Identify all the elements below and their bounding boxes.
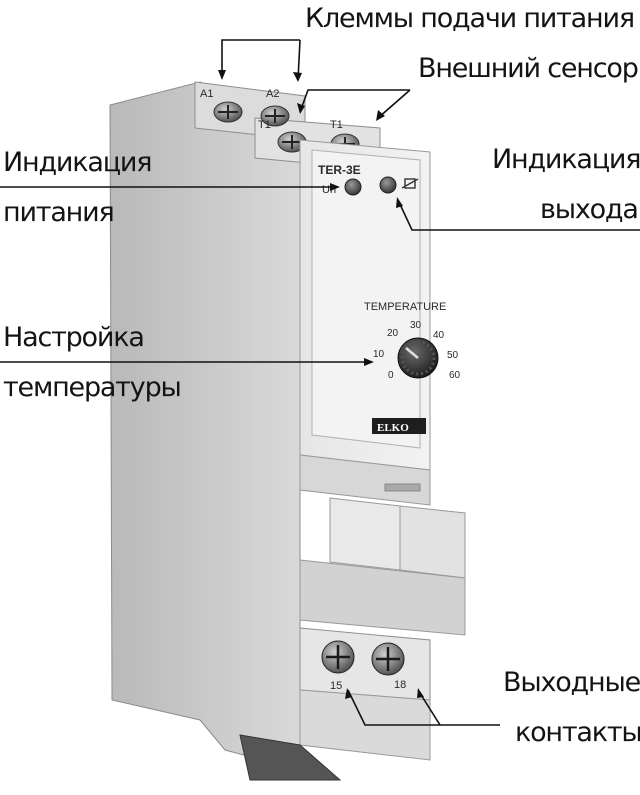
screw-a1: [214, 102, 242, 122]
dial-scale-30: 30: [410, 320, 422, 331]
callout-power-indication-l1: Индикация: [3, 146, 151, 179]
dial-scale-0: 0: [388, 370, 394, 381]
device-side-face: [110, 82, 300, 770]
terminal-label-t1-right: T1: [330, 119, 343, 131]
terminal-label-a1: A1: [200, 88, 213, 100]
dial-scale-40: 40: [433, 330, 445, 341]
dial-scale-20: 20: [387, 328, 399, 339]
dial-title: TEMPERATURE: [364, 301, 446, 313]
dial-scale-50: 50: [447, 350, 459, 361]
leader-external-sensor-t1: [378, 90, 410, 118]
dial-scale-10: 10: [373, 349, 385, 360]
mid-block-left: [330, 498, 400, 570]
callout-power-terminals: Клеммы подачи питания: [305, 2, 634, 35]
output-led: [380, 177, 396, 193]
mid-slot: [385, 484, 420, 491]
callout-output-indication-l1: Индикация: [492, 143, 640, 176]
screw-15: [322, 641, 354, 673]
callout-output-contacts-l1: Выходные: [503, 666, 640, 699]
temperature-knob[interactable]: [398, 338, 438, 378]
callout-output-indication-l2: выхода: [540, 193, 638, 226]
terminal-label-a2: A2: [266, 88, 279, 100]
callout-temp-setting-l1: Настройка: [3, 321, 144, 354]
mid-block-right: [400, 506, 465, 578]
leader-external-sensor: [300, 90, 410, 112]
brand-label: ELKO: [377, 422, 409, 434]
power-led: [345, 179, 361, 195]
dial-scale-60: 60: [449, 370, 461, 381]
terminal-label-18: 18: [394, 679, 406, 691]
terminal-label-t1-left: T1: [258, 119, 271, 131]
callout-temp-setting-l2: температуры: [3, 371, 181, 404]
bottom-terminal-block: [300, 628, 430, 700]
terminal-label-15: 15: [330, 680, 342, 692]
model-label: TER-3E: [318, 163, 361, 177]
callout-external-sensor: Внешний сенсор: [418, 52, 638, 85]
callout-output-contacts-l2: контакты: [515, 716, 640, 749]
callout-power-indication-l2: питания: [3, 196, 114, 229]
leader-power-terminals: [222, 40, 300, 78]
screw-18: [372, 643, 404, 675]
